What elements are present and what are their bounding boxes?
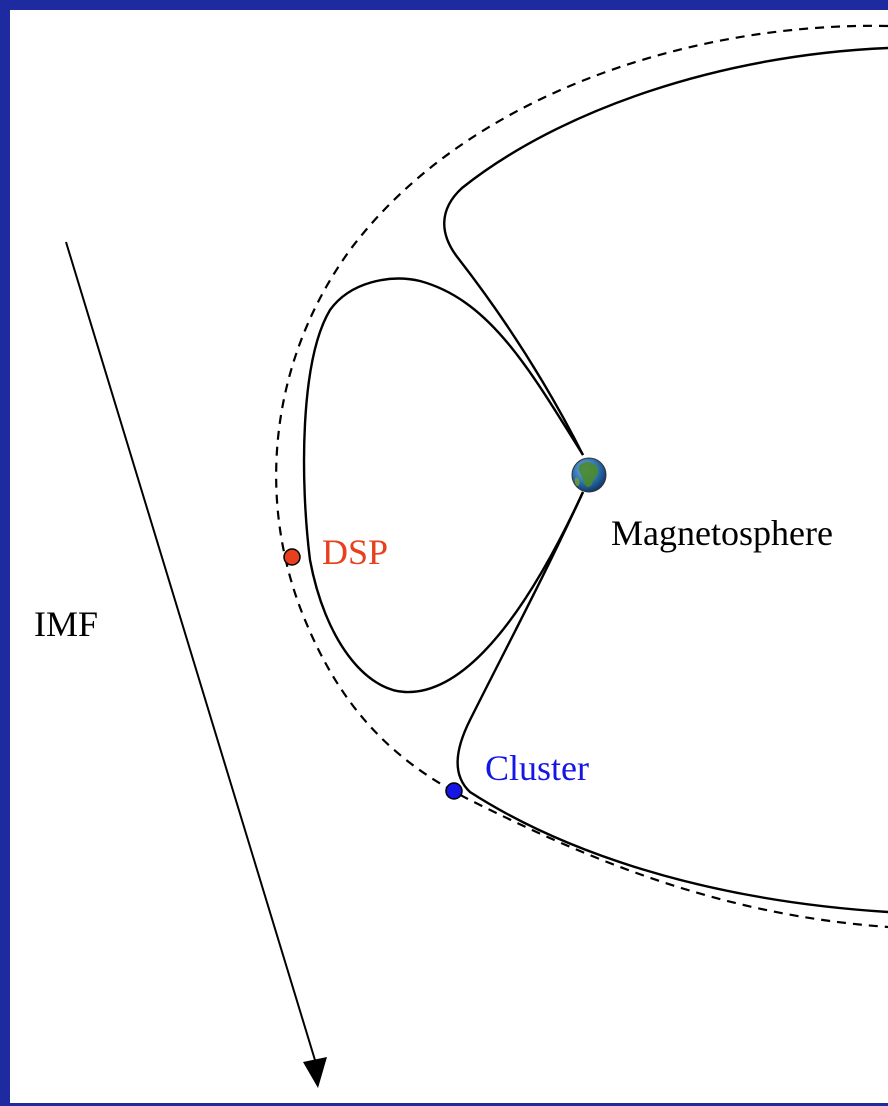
field-line-loop [302,277,585,694]
imf-arrowhead-icon [303,1057,327,1088]
magnetosphere-label: Magnetosphere [611,513,833,553]
dsp-label: DSP [322,532,388,572]
imf-label: IMF [34,604,98,644]
magnetopause-outer-line [443,46,888,456]
imf-arrow-line [65,241,319,1071]
magnetosphere-diagram: IMF DSP Cluster Magnetosphere [34,24,888,1088]
diagram-canvas: IMF DSP Cluster Magnetosphere [10,10,888,1103]
earth-globe-icon [571,457,607,493]
cluster-spacecraft-dot [445,782,463,800]
magnetopause-lower-line [456,491,888,914]
dsp-spacecraft-dot [283,548,301,566]
cluster-label: Cluster [485,748,589,788]
